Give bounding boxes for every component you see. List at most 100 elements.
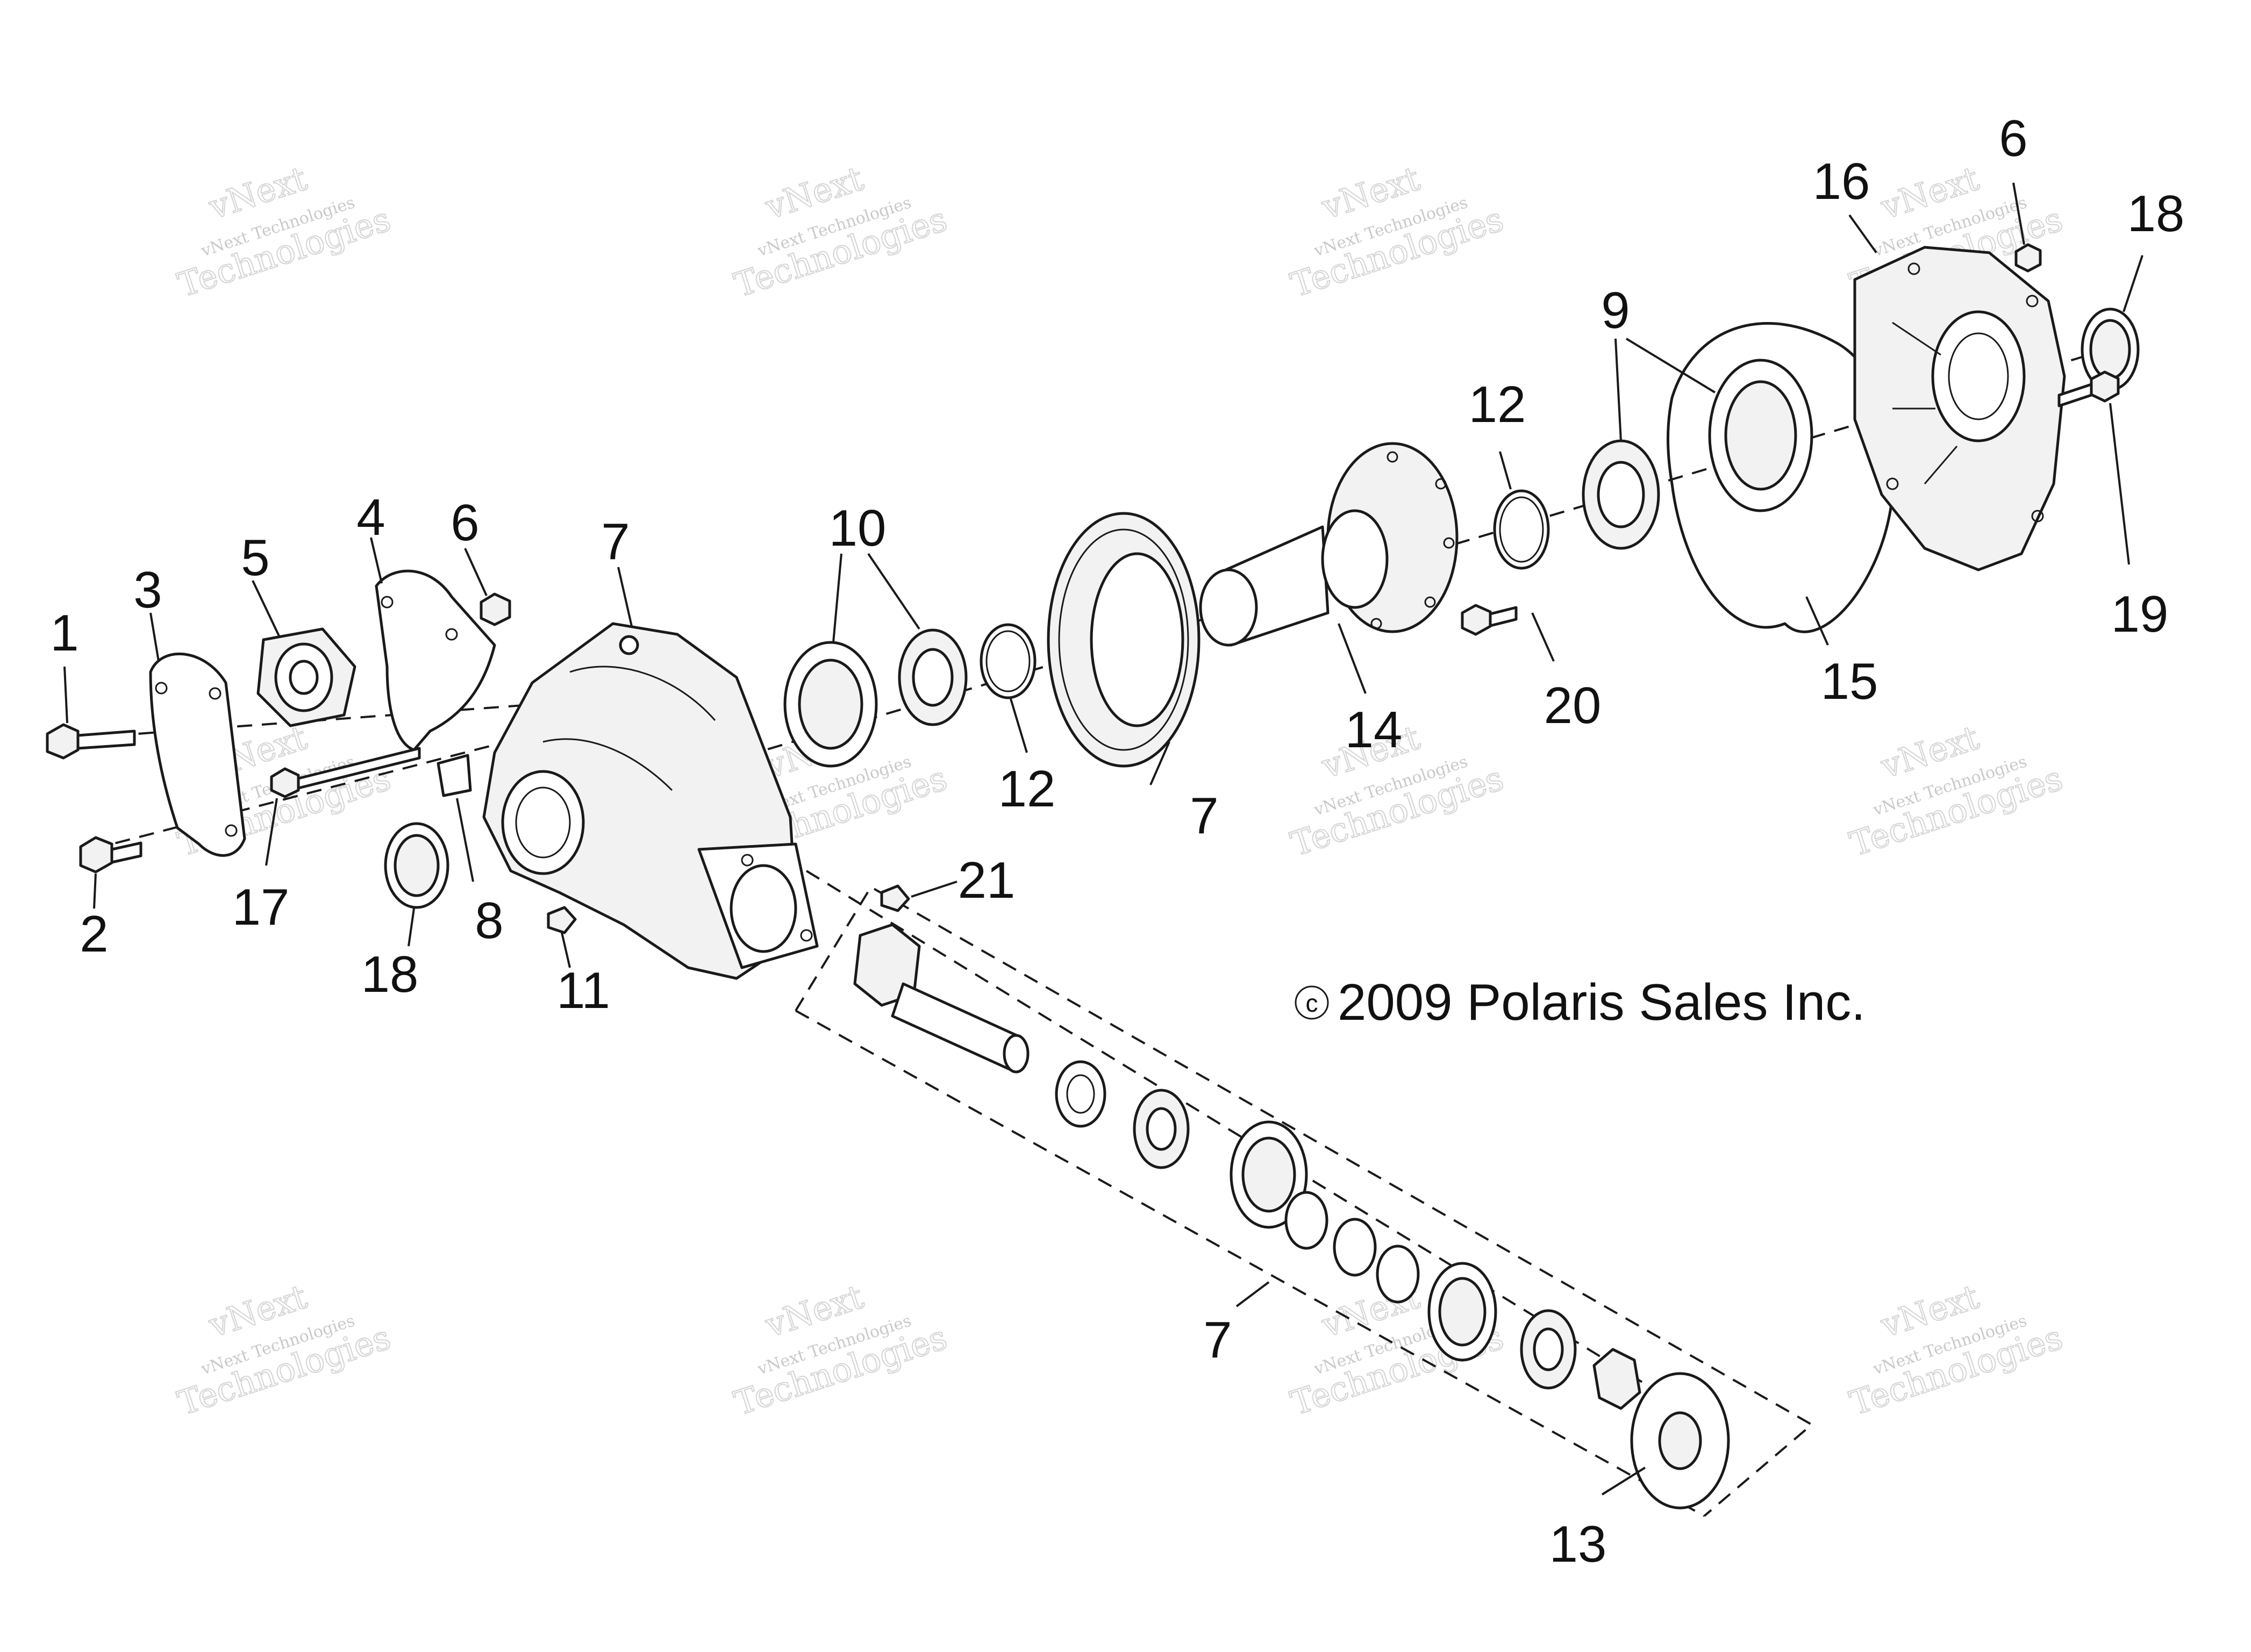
callouts: 1 2 3 4 5 6 6 7 7 7 8 9 10 11 12 12 13 1…: [50, 110, 2184, 1573]
pinion-bearing-cone-bore: [1146, 1107, 1177, 1151]
leader-18a: [408, 908, 415, 947]
mount-5-bore: [289, 660, 319, 695]
leader-14: [1338, 623, 1367, 694]
bracket-3-hole: [225, 824, 238, 837]
pinion-shaft-spline-end: [1003, 1034, 1030, 1074]
pinion-nut: [1592, 1348, 1641, 1410]
seal-13-inner: [1658, 1411, 1702, 1470]
callout-6-left: 6: [451, 494, 479, 552]
bolt-1: [46, 723, 136, 760]
leader-3: [149, 612, 160, 662]
bolt-2: [79, 836, 142, 874]
pinion-bearing-cup-inner: [1241, 1136, 1296, 1213]
pinion-bearing-cup-2-inner: [1438, 1277, 1487, 1347]
callout-11: 11: [556, 962, 610, 1019]
leader-9b: [1625, 338, 1716, 394]
cover-16-bore: [1931, 310, 2026, 442]
callout-17: 17: [232, 878, 290, 936]
callout-20: 20: [1544, 677, 1602, 734]
bracket-3-hole: [209, 687, 221, 700]
ring-gear-7-face: [1090, 552, 1184, 727]
parts: [46, 243, 2140, 1510]
leader-7b: [1149, 741, 1170, 785]
callout-2: 2: [80, 905, 108, 963]
callout-4: 4: [356, 489, 385, 546]
callout-19: 19: [2111, 585, 2169, 643]
seal-18-left: [384, 822, 449, 909]
callout-12-right: 12: [1469, 376, 1526, 433]
cover-16-bolt-hole: [1886, 477, 1899, 490]
pinion-group-7: [853, 923, 1641, 1410]
leader-18b: [2123, 255, 2143, 312]
leader-19: [2109, 403, 2130, 565]
leader-10b: [867, 553, 920, 630]
watermark: vNext vNext Technologies Technologies: [1845, 1276, 2068, 1424]
leader-12b: [1499, 451, 1512, 490]
cover-16-bore-inner: [1948, 332, 2009, 420]
leader-20: [1531, 612, 1555, 662]
carrier-14-bolt-hole: [1443, 537, 1455, 549]
nut-6-left: [480, 592, 511, 626]
callout-1: 1: [50, 604, 78, 662]
axis-lower-bolts: [91, 735, 527, 850]
pinion-shim: [1333, 1218, 1377, 1277]
pinion-group-box: [795, 885, 1814, 1517]
housing-7-bolt-hole: [800, 929, 813, 942]
callout-5: 5: [241, 529, 269, 587]
bracket-4-hole: [381, 596, 394, 609]
bolt-2-head: [79, 836, 113, 874]
shim-12-left: [980, 623, 1037, 699]
bearing-10: [783, 628, 968, 768]
callout-18-right: 18: [2127, 185, 2185, 242]
cover-16-rib: [1892, 321, 1941, 356]
callout-8: 8: [475, 892, 503, 949]
leader-lines: [63, 182, 2143, 1496]
housing-7-left-bore-inner: [515, 786, 571, 859]
leader-21: [911, 881, 957, 898]
copyright-symbol: c: [1306, 989, 1318, 1017]
carrier-14-bolt-hole: [1435, 478, 1447, 490]
callout-7-housing: 7: [601, 513, 630, 570]
cover-16-bolt-hole: [2026, 295, 2039, 307]
carrier-14-bolt-hole: [1387, 451, 1398, 463]
bolt-20-head: [1461, 604, 1492, 636]
carrier-14-bolt-hole: [1424, 596, 1436, 608]
bolt-19: [2057, 370, 2120, 407]
watermark: vNext vNext Technologies Technologies: [1845, 717, 2068, 864]
callout-21: 21: [958, 852, 1016, 909]
callout-3: 3: [133, 561, 162, 619]
cover-16: [1853, 246, 2066, 571]
leader-1: [63, 666, 68, 724]
bracket-3: [149, 652, 246, 857]
leader-4: [370, 537, 383, 584]
callout-15: 15: [1821, 653, 1878, 710]
bolt-17: [270, 747, 421, 798]
bolt-1-shank: [76, 730, 136, 750]
seal-18-left-inner: [394, 834, 440, 897]
housing-7-front-bore: [730, 864, 797, 953]
leader-7c: [1235, 1281, 1270, 1307]
bracket-4-hole: [445, 628, 458, 641]
pinion-shim: [1284, 1191, 1328, 1250]
leader-11: [561, 932, 571, 968]
pinion-bearing-cone-2-bore: [1533, 1327, 1564, 1371]
shim-12-right-inner: [1499, 496, 1544, 563]
leader-6b: [2012, 182, 2025, 245]
bracket-4: [375, 569, 496, 752]
callout-14: 14: [1345, 701, 1403, 759]
callout-13: 13: [1549, 1515, 1607, 1573]
housing-7-rib: [542, 738, 673, 791]
carrier-14: [1199, 442, 1459, 647]
housing-7-left-bore: [501, 770, 585, 875]
leader-16: [1848, 214, 1877, 254]
cover-16-rib: [1924, 446, 1958, 484]
callout-18-left: 18: [361, 946, 419, 1003]
callout-6-right: 6: [1999, 110, 2027, 167]
watermark: vNext vNext Technologies Technologies: [1285, 158, 1509, 305]
ring-gear-7-teeth-root: [1058, 528, 1189, 751]
nut-6-right: [2014, 243, 2042, 273]
carrier-14-bore: [1321, 509, 1389, 609]
bearing-9-cone-bore: [1597, 461, 1645, 528]
